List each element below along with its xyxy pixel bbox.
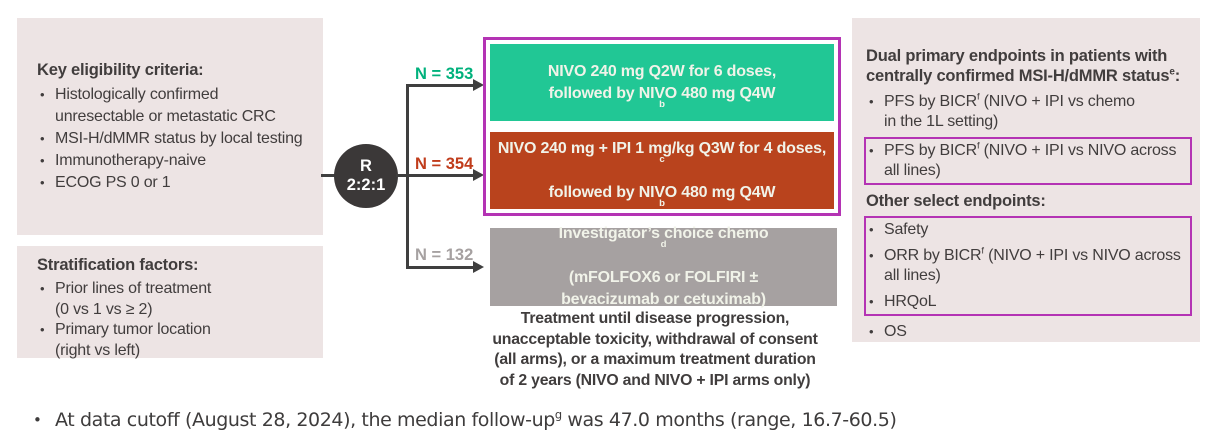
list-item-text: unresectable or metastatic CRC [55, 108, 276, 125]
bullet-icon: • [869, 222, 874, 237]
bullet-icon: • [40, 322, 45, 337]
nivo-arms-highlight-box: NIVO 240 mg Q2W for 6 doses,followed by … [483, 37, 841, 216]
bullet-icon: • [869, 143, 874, 158]
list-item: • Primary tumor location (right vs left) [37, 320, 313, 361]
note-line: Treatment until disease progression, [520, 310, 790, 327]
endpoint-text: Safety [884, 221, 929, 238]
randomization-circle: R 2:2:1 [334, 144, 398, 208]
endpoint-item-safety: • Safety [866, 220, 1186, 240]
arm-box-nivo-ipi: NIVO 240 mg + IPI 1 mg/kg Q3W for 4 dose… [490, 132, 834, 209]
note-line: (all arms), or a maximum treatment durat… [494, 351, 816, 368]
arrow-mid-head-icon [473, 169, 484, 181]
eligibility-panel: Key eligibility criteria: • Histological… [17, 18, 323, 235]
list-item-text: Immunotherapy-naive [55, 152, 206, 169]
connector-line [321, 174, 337, 177]
n-label-nivo: N = 353 [415, 65, 474, 83]
list-item-text: Histologically confirmed [55, 86, 219, 103]
bullet-icon: • [869, 248, 874, 263]
bullet-icon: • [869, 294, 874, 309]
bullet-icon: • [33, 411, 42, 429]
list-item: • ECOG PS 0 or 1 [37, 172, 313, 194]
randomization-ratio: 2:2:1 [346, 176, 386, 194]
endpoint-item-hrqol: • HRQoL [866, 292, 1186, 312]
list-item-text: (0 vs 1 vs ≥ 2) [55, 300, 153, 318]
endpoint-item-pfs-nivo: • PFS by BICRf (NIVO + IPI vs NIVO acros… [866, 141, 1186, 181]
endpoint-item-os: • OS [866, 322, 1192, 342]
n-label-chemo: N = 132 [415, 246, 474, 264]
list-item-text: Primary tumor location [55, 321, 211, 338]
stratification-title: Stratification factors: [37, 256, 199, 274]
list-item: • Histologically confirmed unresectable … [37, 84, 313, 128]
bullet-icon: • [40, 87, 45, 102]
eligibility-title: Key eligibility criteria: [37, 61, 204, 79]
footer-note: • At data cutoff (August 28, 2024), the … [30, 405, 897, 435]
bullet-icon: • [40, 281, 45, 296]
arm-gap [490, 121, 834, 132]
list-item: • Prior lines of treatment (0 vs 1 vs ≥ … [37, 279, 313, 320]
bullet-icon: • [869, 324, 874, 339]
list-item-text: Prior lines of treatment [55, 280, 212, 297]
list-item: • Immunotherapy-naive [37, 150, 313, 172]
note-line: of 2 years (NIVO and NIVO + IPI arms onl… [499, 371, 811, 389]
randomization-r: R [360, 157, 372, 175]
bullet-icon: • [40, 175, 45, 190]
bullet-icon: • [40, 153, 45, 168]
other-endpoints-highlight-box: • Safety • ORR by BICRf (NIVO + IPI vs N… [864, 216, 1192, 316]
bullet-icon: • [40, 131, 45, 146]
arrow-top-line [406, 84, 474, 87]
bullet-icon: • [869, 94, 874, 109]
list-item-text: ECOG PS 0 or 1 [55, 174, 171, 191]
stratification-panel: Stratification factors: • Prior lines of… [17, 246, 323, 361]
pfs-nivo-highlight-box: • PFS by BICRf (NIVO + IPI vs NIVO acros… [864, 137, 1192, 185]
treatment-duration-note: Treatment until disease progression, una… [452, 309, 858, 391]
list-item: • MSI-H/dMMR status by local testing [37, 128, 313, 150]
list-item-text: (right vs left) [55, 341, 141, 359]
arrow-bottom-line [406, 266, 474, 269]
endpoint-text: HRQoL [884, 293, 937, 310]
n-label-nivo-ipi: N = 354 [415, 155, 474, 173]
footer-text: At data cutoff (August 28, 2024), the me… [55, 407, 897, 431]
list-item-text: MSI-H/dMMR status by local testing [55, 130, 303, 147]
endpoint-text: OS [884, 323, 907, 340]
arrow-top-head-icon [473, 79, 484, 91]
endpoint-item-orr: • ORR by BICRf (NIVO + IPI vs NIVO acros… [866, 246, 1186, 286]
note-line: unacceptable toxicity, withdrawal of con… [492, 330, 818, 348]
arrow-mid-line [396, 174, 474, 177]
other-endpoints-title: Other select endpoints: [866, 192, 1046, 210]
arrow-bottom-head-icon [473, 261, 484, 273]
arm-box-nivo: NIVO 240 mg Q2W for 6 doses,followed by … [490, 44, 834, 121]
